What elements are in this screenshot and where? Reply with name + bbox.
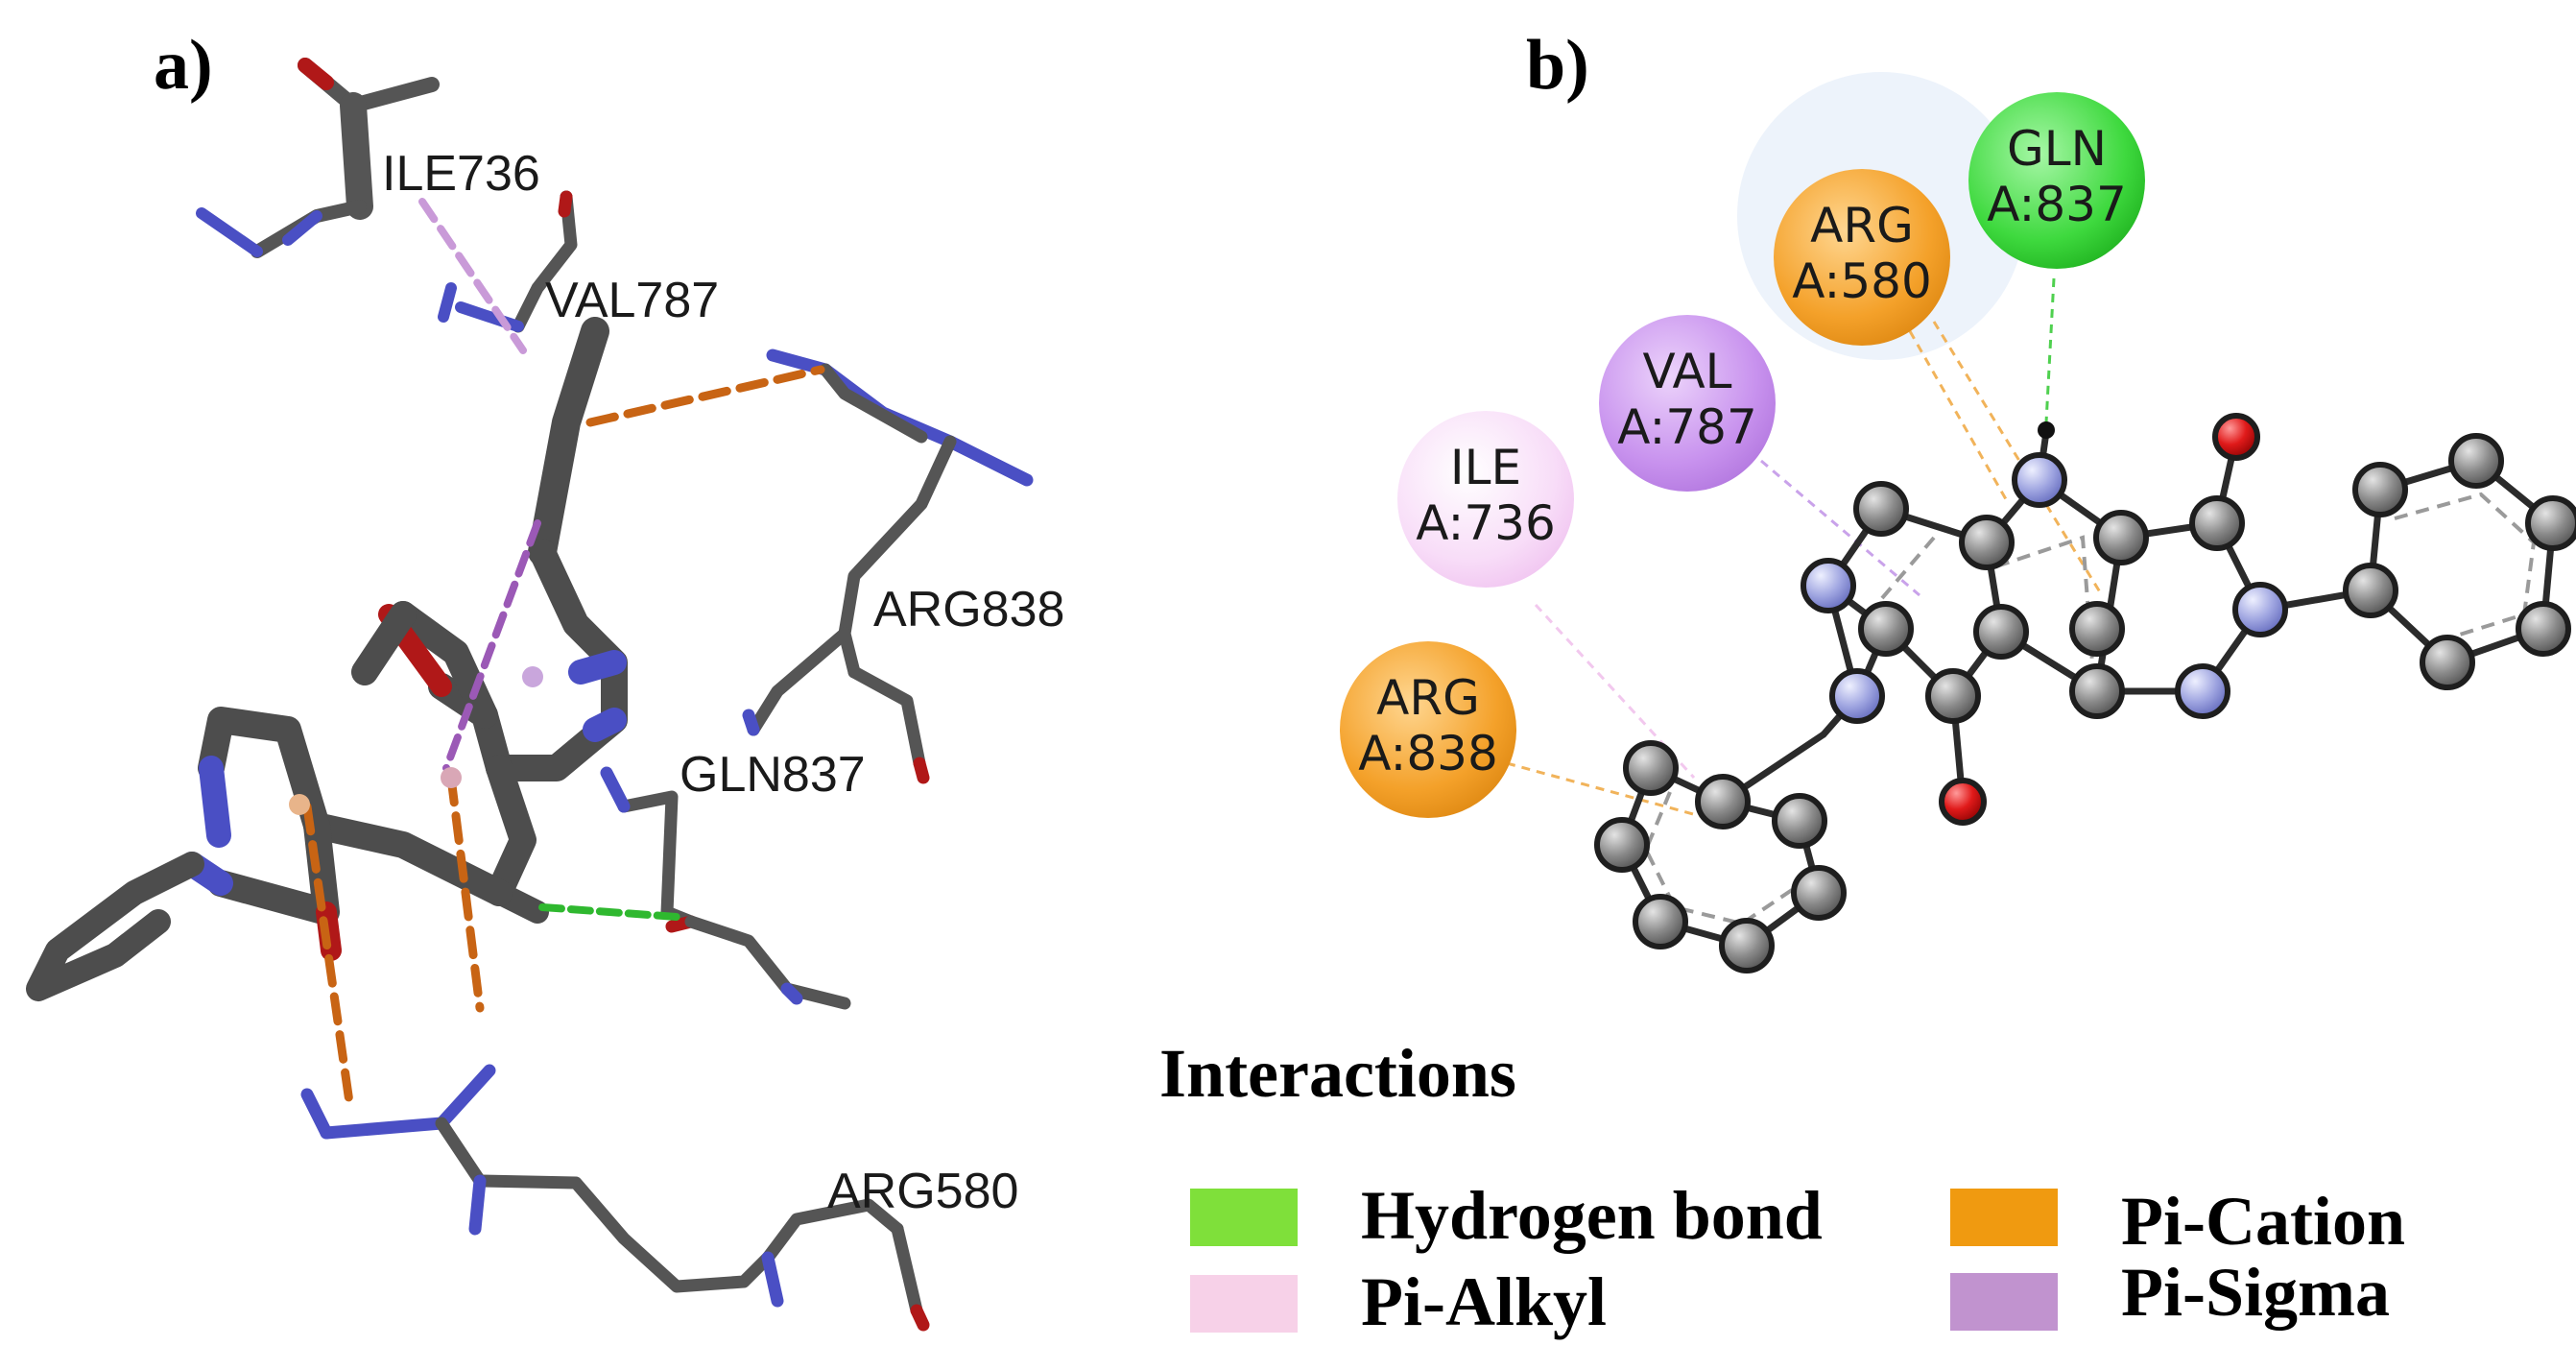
panel-a: a) (26, 26, 1064, 1332)
ligand-2d-atoms (1594, 413, 2576, 973)
residue-node-arg580: ARG A:580 (1774, 169, 1950, 346)
residue-node-id: A:837 (1987, 177, 2127, 232)
hbond-gln837-2d (2044, 277, 2056, 423)
residue-node-name: GLN (2007, 121, 2107, 177)
panel-b-label: b) (1526, 26, 1589, 105)
pi-cation-ligand-arg580-a (302, 802, 355, 1114)
residue-label-gln837: GLN837 (680, 747, 866, 803)
residue-node-id: A:838 (1358, 726, 1498, 781)
pi-cation-arg838-2d (1506, 761, 1719, 823)
pi-cation-ligand-arg580-b (446, 773, 485, 1013)
ligand-3d (26, 317, 628, 1001)
residue-node-id: A:787 (1617, 399, 1757, 455)
ring-centroid (441, 767, 462, 788)
residue-node-id: A:736 (1416, 495, 1556, 551)
residue-label-ile736: ILE736 (382, 146, 540, 202)
residue-gln837-sticks (600, 766, 851, 1010)
residue-node-name: VAL (1642, 344, 1731, 399)
legend-swatch (1950, 1189, 2058, 1246)
interactions-3d (302, 198, 825, 1114)
legend-item-pi-cation: Pi-Cation (1950, 1183, 2405, 1260)
legend-swatch (1190, 1189, 1298, 1246)
residue-node-name: ARG (1376, 670, 1480, 726)
residue-node-id: A:580 (1792, 253, 1932, 309)
residue-node-name: ILE (1450, 440, 1521, 495)
residue-node-ile736: ILE A:736 (1397, 411, 1574, 588)
legend-item-pi-sigma: Pi-Sigma (1950, 1254, 2390, 1331)
legend-label: Pi-Alkyl (1361, 1263, 1607, 1340)
legend-swatch (1950, 1273, 2058, 1331)
residue-ile736-sticks (196, 58, 440, 258)
hbond-gln837 (538, 903, 680, 921)
residue-arg580-sticks (300, 1064, 930, 1332)
pi-alkyl-ile736 (418, 198, 527, 354)
residue-label-arg580: ARG580 (827, 1164, 1018, 1219)
pi-sigma-val787 (442, 519, 541, 772)
panel-a-label: a) (154, 26, 213, 105)
legend-item-pi-alkyl: Pi-Alkyl (1190, 1263, 1607, 1340)
legend-label: Hydrogen bond (1361, 1177, 1823, 1254)
ring-centroid (522, 666, 543, 687)
legend-title: Interactions (1159, 1035, 1516, 1112)
pi-alkyl-ile736-2d (1534, 603, 1696, 780)
interactions-2d (1506, 277, 2104, 823)
ring-centroid (289, 794, 310, 815)
residue-node-gln837: GLN A:837 (1968, 92, 2145, 269)
pi-cation-arg580-2d-b (1908, 330, 2008, 500)
residue-label-arg838: ARG838 (873, 582, 1064, 637)
legend-swatch (1190, 1275, 1298, 1333)
residue-node-val787: VAL A:787 (1599, 315, 1776, 492)
residue-label-val787: VAL787 (545, 273, 719, 328)
legend-label: Pi-Sigma (2121, 1254, 2390, 1331)
legend-label: Pi-Cation (2121, 1183, 2405, 1260)
residue-node-name: ARG (1810, 198, 1914, 253)
residue-node-arg838: ARG A:838 (1340, 641, 1516, 818)
pi-sigma-val787-2d (1760, 459, 1920, 597)
pi-cation-val787-arg838 (585, 365, 825, 427)
legend-item-hydrogen-bond: Hydrogen bond (1190, 1177, 1823, 1254)
legend: Interactions Hydrogen bond Pi-Cation Pi-… (1159, 1035, 2405, 1340)
residue-arg838-sticks (742, 349, 1034, 784)
panel-b: b) (1340, 26, 2576, 973)
pi-cation-arg580-2d-a (1932, 321, 2104, 596)
